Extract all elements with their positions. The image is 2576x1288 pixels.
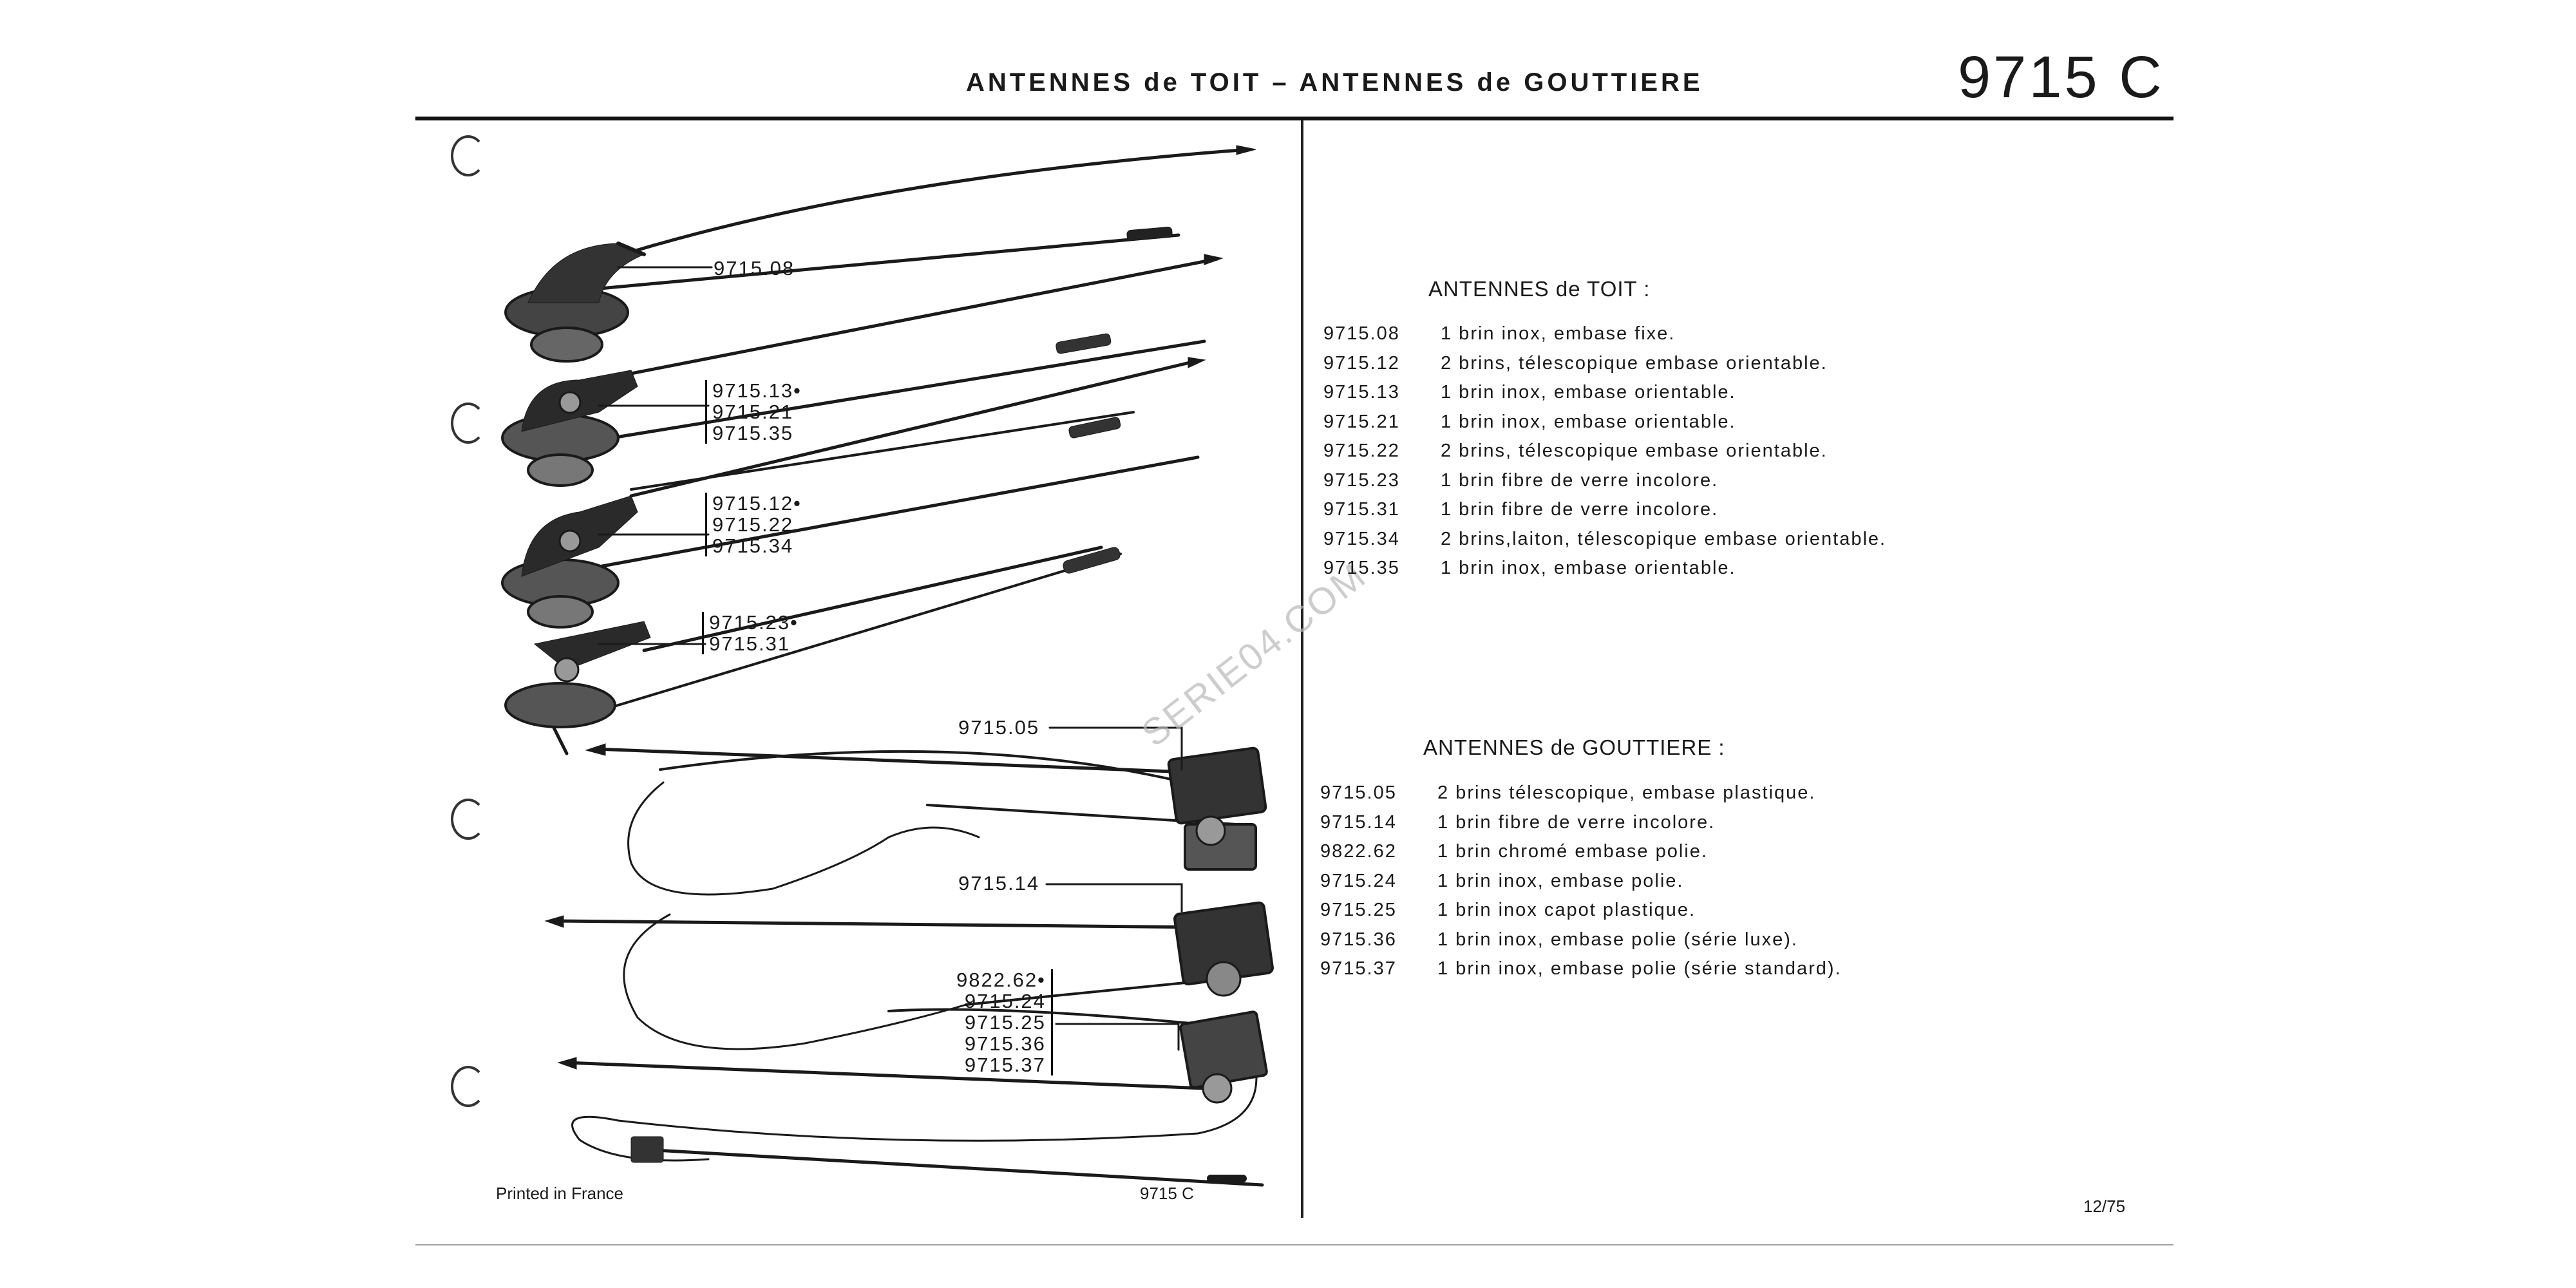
list-item: 9715.35 1 brin inox, embase orientable. [1323, 558, 1967, 587]
list-item: 9715.14 1 brin fibre de verre incolore. [1320, 812, 1964, 842]
part-code: 9715.21 [1323, 411, 1400, 432]
callout-code: 9715.12• [712, 492, 802, 515]
part-description: 1 brin fibre de verre incolore. [1437, 811, 1716, 833]
title-gutter-antennas: ANTENNES de GOUTTIERE [1299, 68, 1703, 97]
parts-list-gutter: 9715.05 2 brins télescopique, embase plas… [1320, 782, 1964, 988]
edition-date: 12/75 [2083, 1197, 2126, 1216]
part-description: 1 brin inox capot plastique. [1437, 900, 1696, 920]
part-description: 1 brin chromé embase polie. [1437, 841, 1708, 862]
section-heading-roof: ANTENNES de TOIT : [1428, 277, 1651, 301]
part-code: 9822.62 [1320, 841, 1397, 862]
callout-group-9715-23: 9715.23• 9715.31 [702, 612, 799, 654]
binder-hole-icon [451, 135, 486, 176]
part-code: 9715.36 [1320, 929, 1397, 950]
roof-antenna-base-telescopic-icon [501, 495, 638, 629]
part-code: 9715.24 [1320, 870, 1397, 891]
page-code: 9715 C [1958, 44, 2164, 110]
callout-code: 9715.22 [712, 513, 794, 536]
section-heading-gutter: ANTENNES de GOUTTIERE : [1423, 735, 1725, 759]
list-item: 9715.31 1 brin fibre de verre incolore. [1323, 499, 1967, 529]
callout-9715-05: 9715.05 [958, 716, 1040, 739]
gutter-antenna-mount-polished-icon [1179, 1010, 1268, 1104]
title-separator: – [1272, 68, 1290, 97]
callout-group-9715-12: 9715.12• 9715.22 9715.34 [705, 493, 802, 556]
callout-code: 9715.23• [709, 611, 799, 634]
page-title: ANTENNES de TOIT – ANTENNES de GOUTTIERE [966, 68, 1703, 97]
roof-antenna-base-orientable-icon [501, 370, 638, 487]
list-item: 9715.36 1 brin inox, embase polie (série … [1320, 929, 1964, 959]
part-code: 9715.12 [1323, 352, 1400, 374]
footer-rule [415, 1244, 2174, 1245]
part-code: 9715.35 [1323, 558, 1400, 578]
binder-hole-icon [451, 799, 486, 840]
callout-code: 9715.31 [709, 632, 791, 655]
part-description: 2 brins, télescopique embase orientable. [1441, 440, 1828, 461]
part-code: 9715.31 [1323, 499, 1400, 520]
callout-code: 9715.21 [712, 401, 794, 423]
list-item: 9715.34 2 brins,laiton, télescopique emba… [1323, 529, 1967, 558]
parts-list-roof: 9715.08 1 brin inox, embase fixe. 9715.12… [1323, 323, 1967, 587]
list-item: 9822.62 1 brin chromé embase polie. [1320, 841, 1964, 871]
callout-code: 9715.35 [712, 422, 794, 444]
callout-code: 9715.37 [964, 1054, 1046, 1076]
part-description: 1 brin inox, embase polie. [1437, 870, 1684, 891]
list-item: 9715.24 1 brin inox, embase polie. [1320, 871, 1964, 900]
callout-code: 9822.62• [956, 969, 1046, 991]
part-description: 2 brins, télescopique embase orientable. [1441, 352, 1828, 374]
callout-code: 9715.24 [964, 990, 1046, 1012]
part-description: 1 brin inox, embase orientable. [1441, 382, 1736, 402]
callout-code: 9715.36 [964, 1032, 1046, 1055]
list-item: 9715.21 1 brin inox, embase orientable. [1323, 412, 1967, 441]
list-item: 9715.37 1 brin inox, embase polie (série … [1320, 958, 1964, 988]
part-description: 1 brin inox, embase orientable. [1441, 411, 1736, 432]
callout-group-9822-62: 9822.62• 9715.24 9715.25 9715.36 9715.37 [956, 969, 1053, 1075]
list-item: 9715.23 1 brin fibre de verre incolore. [1323, 470, 1967, 500]
callout-9715-14: 9715.14 [958, 872, 1040, 895]
part-code: 9715.08 [1323, 323, 1400, 344]
part-description: 1 brin inox, embase polie (série standar… [1437, 958, 1842, 979]
list-item: 9715.05 2 brins télescopique, embase plas… [1320, 782, 1964, 812]
callout-group-9715-13: 9715.13• 9715.21 9715.35 [705, 380, 802, 444]
part-code: 9715.13 [1323, 382, 1400, 402]
header-rule [415, 117, 2174, 120]
part-code: 9715.05 [1320, 782, 1397, 803]
part-code: 9715.22 [1323, 440, 1400, 461]
binder-hole-icon [451, 402, 486, 444]
part-description: 1 brin fibre de verre incolore. [1441, 469, 1719, 491]
part-description: 2 brins,laiton, télescopique embase orie… [1441, 528, 1887, 549]
gutter-antenna-mount-plastic-icon [1167, 746, 1267, 871]
list-item: 9715.13 1 brin inox, embase orientable. [1323, 382, 1967, 412]
part-code: 9715.34 [1323, 528, 1400, 549]
binder-hole-icon [451, 1066, 486, 1107]
part-description: 1 brin fibre de verre incolore. [1441, 499, 1719, 520]
part-code: 9715.37 [1320, 958, 1397, 979]
column-divider [1301, 120, 1303, 1218]
part-description: 1 brin inox, embase orientable. [1441, 558, 1736, 578]
callout-code: 9715.34 [712, 535, 794, 557]
list-item: 9715.08 1 brin inox, embase fixe. [1323, 323, 1967, 353]
list-item: 9715.12 2 brins, télescopique embase orie… [1323, 353, 1967, 383]
part-code: 9715.23 [1323, 469, 1400, 491]
list-item: 9715.22 2 brins, télescopique embase orie… [1323, 440, 1967, 470]
printed-in-label: Printed in France [496, 1184, 623, 1203]
roof-antenna-base-fixed-icon [504, 242, 646, 363]
title-roof-antennas: ANTENNES de TOIT [966, 68, 1262, 97]
plate-code: 9715 C [1140, 1184, 1194, 1203]
callout-9715-08: 9715.08 [714, 257, 795, 279]
part-description: 1 brin inox, embase fixe. [1441, 323, 1676, 344]
callout-code: 9715.13• [712, 379, 802, 402]
part-description: 1 brin inox, embase polie (série luxe). [1437, 929, 1798, 950]
roof-antenna-base-fiberglass-icon [504, 621, 651, 755]
list-item: 9715.25 1 brin inox capot plastique. [1320, 900, 1964, 929]
part-code: 9715.14 [1320, 811, 1397, 833]
part-code: 9715.25 [1320, 900, 1397, 920]
part-description: 2 brins télescopique, embase plastique. [1437, 782, 1816, 803]
callout-code: 9715.25 [964, 1011, 1046, 1034]
gutter-antenna-mount-fiberglass-icon [1173, 901, 1274, 997]
